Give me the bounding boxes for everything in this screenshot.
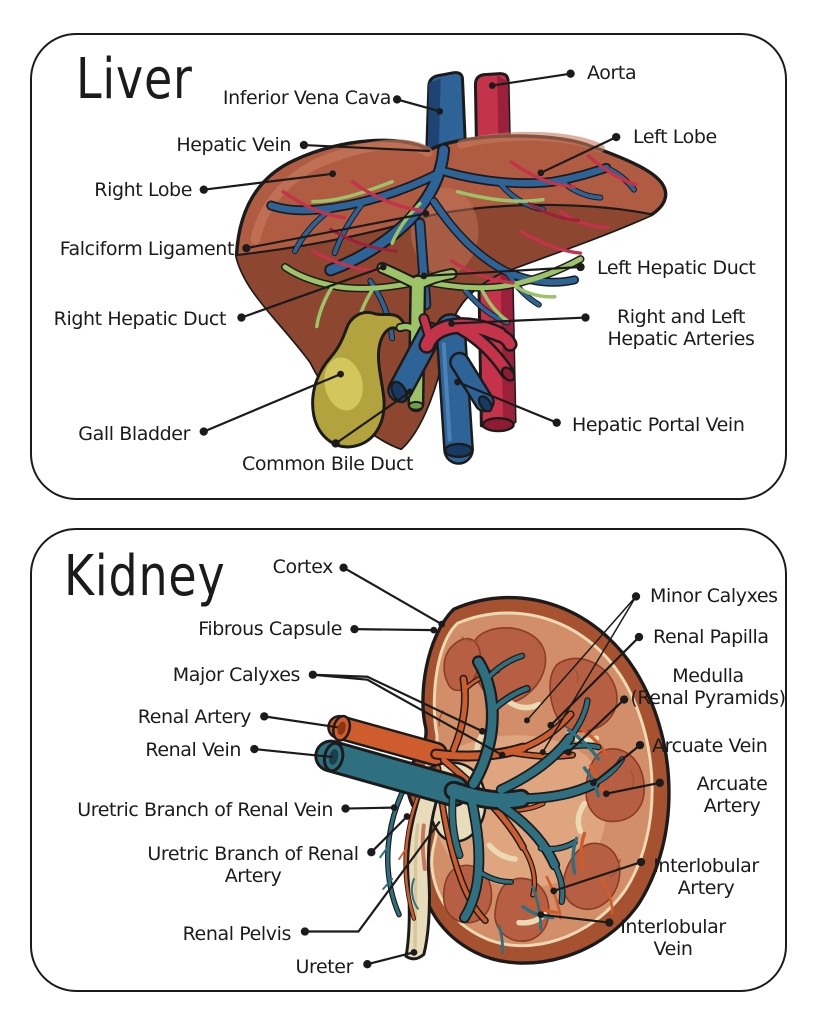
kidney-illustration	[250, 563, 671, 969]
kidney-title: Kidney	[64, 544, 226, 609]
vena-cava-tube	[425, 71, 468, 154]
renal-vein-tree	[314, 652, 626, 954]
label-renal-papilla: Renal Papilla	[653, 626, 769, 648]
label-cortex: Cortex	[272, 556, 334, 578]
label-left-hepatic-duct: Left Hepatic Duct	[597, 257, 756, 279]
liver-title: Liver	[76, 47, 193, 112]
label-major-calyxes: Major Calyxes	[172, 664, 301, 686]
label-inferior-vena-cava: Inferior Vena Cava	[222, 87, 392, 109]
label-arcuate-vein: Arcuate Vein	[652, 735, 768, 757]
liver-leader-lines	[199, 69, 621, 448]
label-falciform-ligament: Falciform Ligament	[59, 238, 235, 260]
label-renal-pelvis: Renal Pelvis	[182, 923, 292, 945]
label-hepatic-portal-vein: Hepatic Portal Vein	[572, 414, 745, 436]
label-fibrous-capsule: Fibrous Capsule	[198, 618, 342, 640]
label-arcuate-artery: Arcuate Artery	[696, 773, 768, 818]
label-interlobular-artery: Interlobular Artery	[653, 855, 759, 900]
kidney-leader-lines	[250, 563, 664, 969]
label-ureter: Ureter	[295, 956, 353, 978]
label-left-lobe: Left Lobe	[633, 126, 717, 148]
kidney-panel: Kidney Cortex Minor Calyxes Fibrous Caps…	[30, 528, 787, 992]
label-interlobular-vein: Interlobular Vein	[620, 916, 726, 961]
label-uretric-branch-artery: Uretric Branch of Renal Artery	[147, 843, 359, 888]
label-uretric-branch-vein: Uretric Branch of Renal Vein	[77, 799, 333, 821]
gallbladder-shape	[311, 311, 406, 449]
label-medulla: Medulla (Renal Pyramids)	[630, 665, 786, 710]
label-minor-calyxes: Minor Calyxes	[650, 585, 778, 607]
label-aorta: Aorta	[587, 62, 637, 84]
hepatic-artery-curve	[418, 313, 518, 382]
liver-panel: Liver Inferior Vena Cava Aorta Hepatic V…	[30, 33, 787, 500]
label-renal-artery: Renal Artery	[137, 706, 252, 728]
label-right-lobe: Right Lobe	[94, 179, 192, 201]
label-hepatic-vein: Hepatic Vein	[176, 134, 291, 156]
label-common-bile-duct: Common Bile Duct	[242, 453, 414, 475]
label-hepatic-arteries: Right and Left Hepatic Arteries	[607, 306, 755, 351]
liver-illustration	[199, 69, 668, 465]
label-gall-bladder: Gall Bladder	[78, 423, 190, 445]
label-renal-vein: Renal Vein	[145, 739, 241, 761]
label-right-hepatic-duct: Right Hepatic Duct	[53, 308, 227, 330]
